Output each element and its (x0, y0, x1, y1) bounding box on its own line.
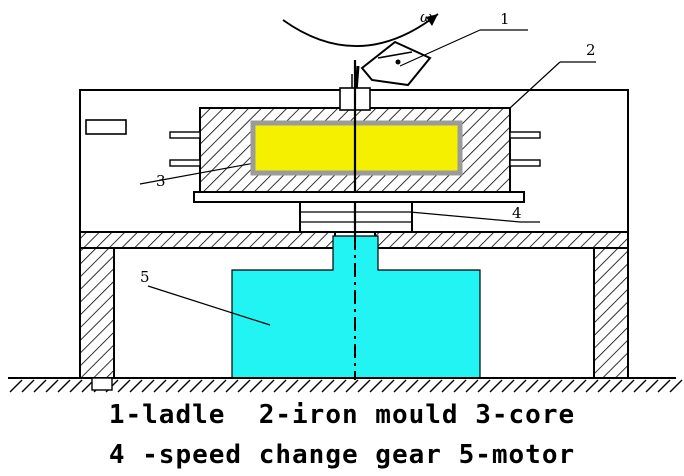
ground-hatch-line (117, 379, 131, 393)
ground-hatch-line (201, 379, 215, 393)
ground-hatch-line (285, 379, 299, 393)
ground-hatch-line (33, 379, 47, 393)
frame-top-left (79, 231, 336, 249)
ground-hatch-line (609, 379, 623, 393)
frame-right-wall (593, 247, 629, 379)
ground-hatch-line (189, 379, 203, 393)
ground-hatch-line (249, 379, 263, 393)
ground-hatch-line (621, 379, 635, 393)
ground-hatch-line (489, 379, 503, 393)
label-5: 5 (140, 268, 150, 286)
label-2: 2 (586, 41, 596, 59)
ground-hatch-line (501, 379, 515, 393)
ground-hatch-line (57, 379, 71, 393)
ground-hatch-line (405, 379, 419, 393)
ground-hatch-line (549, 379, 563, 393)
ground-hatch-line (561, 379, 575, 393)
label-1: 1 (500, 10, 510, 28)
ground-hatch-line (585, 379, 599, 393)
frame-top-right (374, 231, 629, 249)
ground-hatch-line (597, 379, 611, 393)
ground-hatch-line (645, 379, 659, 393)
ground-hatch-line (237, 379, 251, 393)
ground-hatch-line (129, 379, 143, 393)
ground-hatch-line (177, 379, 191, 393)
leader-5 (147, 285, 271, 326)
ground-hatch-line (321, 379, 335, 393)
ground-hatch-line (465, 379, 479, 393)
label-4: 4 (512, 204, 522, 222)
ground-hatch-line (357, 379, 371, 393)
ground-hatch-line (21, 379, 35, 393)
ground-hatch-line (477, 379, 491, 393)
ground-hatch-line (213, 379, 227, 393)
ground-hatch-line (333, 379, 347, 393)
ground-hatch-line (429, 379, 443, 393)
ground-hatch-line (345, 379, 359, 393)
ground-hatch-line (9, 379, 23, 393)
ground-hatch-line (417, 379, 431, 393)
rotation-arrowhead (426, 14, 438, 26)
rotation-arc (282, 13, 439, 47)
ground-hatch-line (69, 379, 83, 393)
ground-hatch-line (141, 379, 155, 393)
ground-hatch-line (573, 379, 587, 393)
housing-tab (85, 119, 127, 135)
ground-hatch-line (513, 379, 527, 393)
caption-line-1: 1-ladle 2-iron mould 3-core (108, 400, 576, 430)
ground-hatch-line (273, 379, 287, 393)
core (250, 120, 463, 176)
ground-hatch-line (309, 379, 323, 393)
ground-hatch-line (45, 379, 59, 393)
ground-hatch-line (393, 379, 407, 393)
leader-4 (409, 211, 521, 223)
ground-hatch-line (369, 379, 383, 393)
ground-hatch-line (225, 379, 239, 393)
label-3: 3 (156, 172, 166, 190)
ground-hatch-line (297, 379, 311, 393)
mould-base-plate (193, 191, 525, 203)
ground-hatch-line (633, 379, 647, 393)
ground-hatch-line (441, 379, 455, 393)
leader-1 (399, 29, 481, 67)
ground-hatch-line (453, 379, 467, 393)
ground-hatch-line (381, 379, 395, 393)
diagram-svg: ω 1 2 3 4 5 (8, 8, 683, 393)
ground-hatch-line (153, 379, 167, 393)
ground-hatch-line (537, 379, 551, 393)
ground-hatch-line (525, 379, 539, 393)
label-omega: ω (420, 8, 432, 26)
leader-2 (509, 61, 561, 109)
ground-hatch-line (165, 379, 179, 393)
ground-hatch-line (657, 379, 671, 393)
frame-left-wall (79, 247, 115, 379)
ground-hatch-line (669, 379, 683, 393)
caption-line-2: 4 -speed change gear 5-motor (108, 440, 576, 470)
ground-hatching (9, 379, 683, 393)
ground-hatch-line (261, 379, 275, 393)
